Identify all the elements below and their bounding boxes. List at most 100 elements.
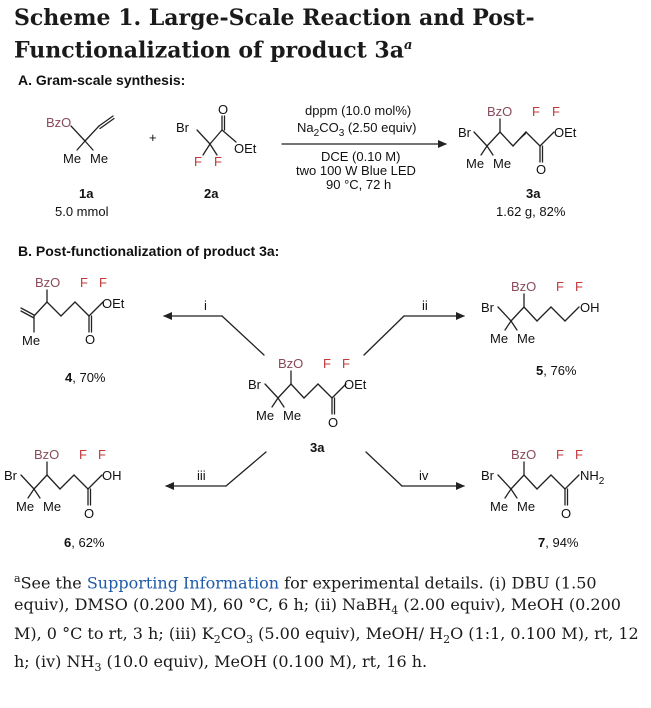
- compound-label-7: 7, 94%: [538, 535, 579, 550]
- step-label-i: i: [204, 298, 207, 313]
- 5-bzo: BzO: [511, 279, 536, 294]
- 7-br: Br: [481, 468, 495, 483]
- 7-f-left: F: [556, 447, 564, 462]
- step-label-iv: iv: [419, 468, 429, 483]
- footnote-text-6: (10.0 equiv), MeOH (0.100 M), rt, 16 h.: [101, 651, 428, 671]
- footnote-sub-2: 2: [213, 632, 221, 646]
- 3a-br: Br: [458, 125, 472, 140]
- structure-5: [497, 293, 580, 331]
- condition-base: Na2CO3 (2.50 equiv): [297, 120, 417, 139]
- compound-label-5: 5, 76%: [536, 363, 577, 378]
- compound-note-3a: 1.62 g, 82%: [496, 204, 566, 219]
- compound-label-4: 4, 70%: [65, 370, 106, 385]
- 3a-center-carbonyl-o: O: [328, 415, 338, 430]
- structure-4: [20, 289, 104, 333]
- footnote-sub-1: 4: [391, 604, 399, 618]
- 2a-carbonyl-o: O: [218, 102, 228, 117]
- 4-carbonyl-o: O: [85, 332, 95, 347]
- step-label-ii: ii: [422, 298, 428, 313]
- 6-me-right: Me: [43, 499, 61, 514]
- 3a-f-right: F: [552, 104, 560, 119]
- 6-oh: OH: [102, 468, 122, 483]
- 4-oet: OEt: [102, 296, 125, 311]
- 3a-f-left: F: [532, 104, 540, 119]
- structure-3a-center: [264, 370, 347, 415]
- compound-label-3a: 3a: [526, 186, 541, 201]
- 7-carbonyl-o: O: [561, 506, 571, 521]
- footnote-text-1: for experimental details. (i) DBU (1.50 …: [14, 573, 597, 615]
- 3a-center-br: Br: [248, 377, 262, 392]
- footnote-text-2: (2.00 equiv), MeOH (0.200 M), 0 °C to rt…: [14, 595, 621, 643]
- footnote-sub-5: 3: [94, 660, 102, 674]
- condition-temp-time: 90 °C, 72 h: [326, 177, 391, 192]
- compound-note-1a: 5.0 mmol: [55, 204, 109, 219]
- compound-label-1a: 1a: [79, 186, 94, 201]
- structure-6: [20, 461, 103, 506]
- 1a-me-right: Me: [90, 151, 108, 166]
- 7-me-left: Me: [490, 499, 508, 514]
- 6-me-left: Me: [16, 499, 34, 514]
- arrow-step-iv: [365, 451, 465, 490]
- 2a-f-right: F: [214, 154, 222, 169]
- 2a-f-left: F: [194, 154, 202, 169]
- structure-7: [497, 461, 580, 506]
- 3a-center-bzo: BzO: [278, 356, 303, 371]
- 4-bzo: BzO: [35, 275, 60, 290]
- 5-me-right: Me: [517, 331, 535, 346]
- title-footnote-marker: a: [403, 38, 413, 53]
- 3a-me-right: Me: [493, 156, 511, 171]
- 1a-bzo: BzO: [46, 115, 71, 130]
- 7-nh2: NH2: [580, 468, 605, 487]
- 3a-oet: OEt: [554, 125, 577, 140]
- step-label-iii: iii: [197, 468, 206, 483]
- footnote: aSee the Supporting Information for expe…: [14, 568, 642, 679]
- 4-me: Me: [22, 333, 40, 348]
- footnote-text-5: O (1:1, 0.100 M), rt, 12 h; (iv) NH: [14, 623, 639, 671]
- 3a-center-f-left: F: [323, 356, 331, 371]
- footnote-sub-3: 3: [246, 632, 254, 646]
- 1a-me-left: Me: [63, 151, 81, 166]
- footnote-marker: a: [14, 572, 21, 585]
- 6-carbonyl-o: O: [84, 506, 94, 521]
- 2a-oet: OEt: [234, 141, 257, 156]
- 6-bzo: BzO: [34, 447, 59, 462]
- compound-label-6: 6, 62%: [64, 535, 105, 550]
- 7-bzo: BzO: [511, 447, 536, 462]
- 3a-center-f-right: F: [342, 356, 350, 371]
- 5-f-right: F: [575, 279, 583, 294]
- arrow-step-i: [163, 312, 265, 356]
- footnote-text-3: CO: [220, 623, 247, 643]
- 3a-bzo: BzO: [487, 104, 512, 119]
- 5-oh: OH: [580, 300, 600, 315]
- 5-br: Br: [481, 300, 495, 315]
- 3a-center-me-left: Me: [256, 408, 274, 423]
- 7-f-right: F: [575, 447, 583, 462]
- condition-light: two 100 W Blue LED: [296, 163, 416, 178]
- 5-f-left: F: [556, 279, 564, 294]
- compound-label-3a-center: 3a: [310, 440, 325, 455]
- 4-f-right: F: [99, 275, 107, 290]
- compound-label-2a: 2a: [204, 186, 219, 201]
- footnote-see: See the: [20, 573, 87, 593]
- 6-br: Br: [4, 468, 18, 483]
- plus-sign: +: [149, 130, 157, 145]
- condition-catalyst: dppm (10.0 mol%): [305, 103, 411, 118]
- footnote-sub-4: 2: [443, 632, 451, 646]
- arrow-step-iii: [165, 451, 267, 490]
- 4-f-left: F: [80, 275, 88, 290]
- 6-f-right: F: [98, 447, 106, 462]
- 3a-center-oet: OEt: [344, 377, 367, 392]
- structure-2a: [196, 115, 237, 156]
- supporting-information-link[interactable]: Supporting Information: [86, 573, 280, 593]
- 5-me-left: Me: [490, 331, 508, 346]
- structure-3a-product: [473, 118, 555, 163]
- condition-solvent: DCE (0.10 M): [321, 149, 400, 164]
- footnote-text-4: (5.00 equiv), MeOH/ H: [253, 623, 444, 643]
- 2a-br: Br: [176, 120, 190, 135]
- scheme-title-text: Scheme 1. Large-Scale Reaction and Post-…: [14, 5, 535, 64]
- section-a-heading: A. Gram-scale synthesis:: [18, 72, 186, 88]
- scheme-title: Scheme 1. Large-Scale Reaction and Post-…: [14, 4, 639, 64]
- 3a-carbonyl-o: O: [536, 162, 546, 177]
- arrow-step-ii: [363, 312, 465, 356]
